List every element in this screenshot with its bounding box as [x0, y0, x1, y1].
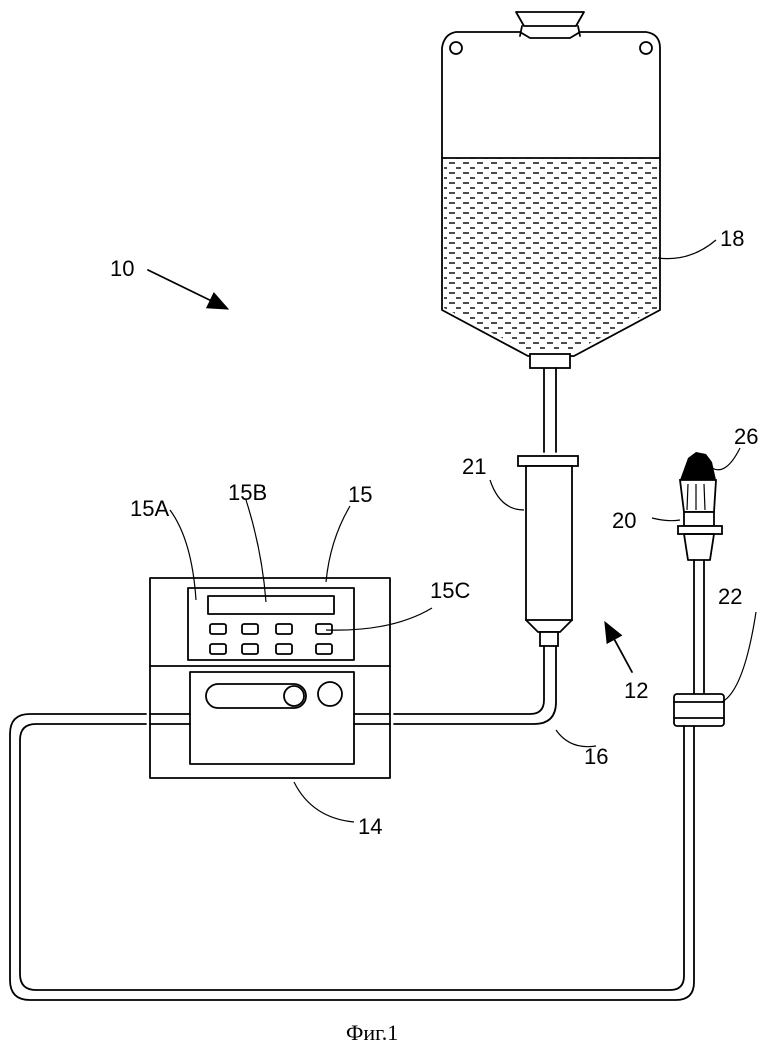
label-syringe: 21: [462, 454, 486, 479]
connector: [677, 452, 723, 695]
display-screen: [207, 595, 335, 615]
slot: [205, 683, 307, 709]
leader-lines: [147, 239, 757, 823]
reservoir-bag: [441, 11, 661, 453]
label-keypad: 15C: [430, 578, 470, 603]
label-tubing: 16: [584, 744, 608, 769]
label-reservoir: 18: [720, 226, 744, 251]
label-pump: 14: [358, 814, 382, 839]
coupler: [673, 693, 725, 727]
keypad: [209, 623, 333, 655]
knob: [317, 681, 343, 707]
label-assembly: 12: [624, 678, 648, 703]
tubing: [9, 645, 695, 1001]
label-controller: 15: [348, 482, 372, 507]
label-coupler: 22: [718, 584, 742, 609]
figure-caption: Фиг.1: [346, 1020, 398, 1045]
syringe: [517, 455, 579, 647]
label-cap: 26: [734, 424, 758, 449]
label-connector: 20: [612, 508, 636, 533]
infusion-pump: [149, 577, 391, 779]
label-system: 10: [110, 256, 134, 281]
label-display: 15B: [228, 480, 267, 505]
label-controller-panel: 15A: [130, 496, 169, 521]
